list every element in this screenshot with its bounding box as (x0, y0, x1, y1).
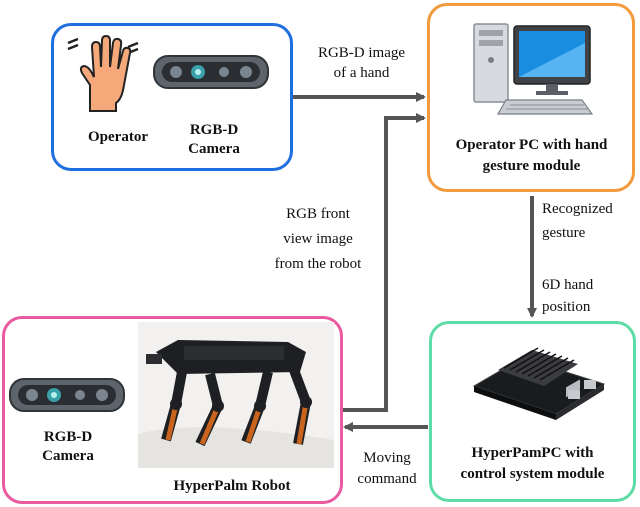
operator-label: Operator (88, 129, 148, 145)
operator-camera-label-2: Camera (188, 141, 240, 157)
edge-label-moving-1: Moving (363, 450, 411, 466)
robot-rgbd-camera-icon (9, 378, 125, 412)
edge-label-rgb-front-1: RGB front (286, 206, 350, 222)
hyperpampc-label-2: control system module (460, 466, 605, 482)
edge-label-moving-2: command (357, 471, 417, 487)
embedded-board-icon (472, 347, 606, 420)
waving-hand-icon (67, 34, 139, 112)
hyperpampc-label-1: HyperPamPC with (471, 445, 594, 461)
desktop-computer-icon (473, 23, 594, 115)
edge-label-recognized-1: Recognized (542, 201, 613, 217)
robot-camera-label-2: Camera (42, 448, 94, 464)
edge-label-rgb-front-3: from the robot (274, 256, 362, 272)
robot-label: HyperPalm Robot (173, 478, 291, 494)
edge-label-hand-position-1: 6D hand (542, 277, 594, 293)
edge-label-rgbd-image-1: RGB-D image (317, 45, 406, 61)
pc-label-2: gesture module (482, 158, 581, 174)
edge-label-recognized-2: gesture (542, 225, 586, 241)
robot-camera-label-1: RGB-D (43, 429, 93, 445)
quadruped-robot-icon (138, 322, 334, 468)
arrow-rgb-front-view (342, 113, 426, 412)
operator-camera-label-1: RGB-D (189, 122, 239, 138)
rgbd-camera-icon (153, 55, 269, 89)
pc-label-1: Operator PC with hand (455, 137, 608, 153)
edge-label-hand-position-2: position (542, 299, 591, 315)
edge-label-rgb-front-2: view image (283, 231, 353, 247)
edge-label-rgbd-image-2: of a hand (333, 65, 390, 81)
